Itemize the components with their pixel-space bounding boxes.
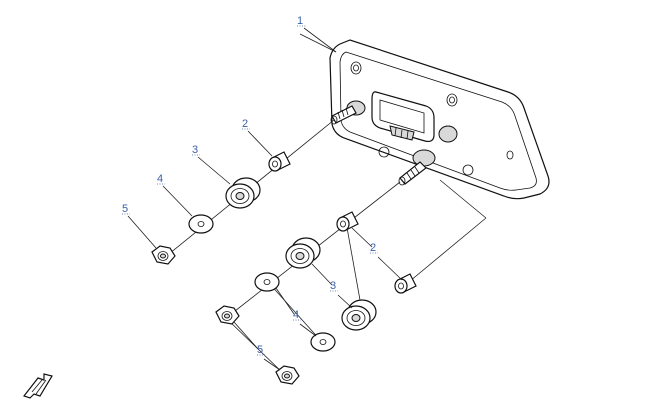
rubber-grommet-lower xyxy=(341,299,377,331)
flat-washer-upper xyxy=(188,214,214,234)
callout-leaders xyxy=(122,25,403,371)
callout-2-spacer-upper: 2 xyxy=(242,118,248,130)
callout-4-washer-lower: 4 xyxy=(293,309,299,321)
callout-1-housing: 1 xyxy=(297,15,303,27)
flat-washer-lower xyxy=(310,332,336,352)
callout-5-nut-lower: 5 xyxy=(257,344,263,356)
hex-nut-lower xyxy=(275,365,300,385)
instrument-cluster-housing xyxy=(329,39,550,200)
rubber-grommet-middle xyxy=(285,237,321,269)
callout-3-grommet-lower: 3 xyxy=(330,280,336,292)
spacer-sleeve-upper xyxy=(268,151,291,172)
flat-washer-middle xyxy=(254,272,280,292)
rubber-grommet-upper xyxy=(225,177,261,209)
callout-5-nut-upper: 5 xyxy=(122,203,128,215)
spacer-sleeve-middle xyxy=(336,211,359,232)
callout-4-washer-upper: 4 xyxy=(157,173,163,185)
hex-nut-middle xyxy=(215,305,240,325)
direction-arrow-logo-icon xyxy=(23,373,53,399)
hex-nut-upper xyxy=(151,245,176,265)
upper-mounting-stud xyxy=(330,100,366,125)
callout-labels: 1 2 3 4 5 2 3 4 5 xyxy=(122,15,376,356)
callout-2-spacer-lower: 2 xyxy=(370,242,376,254)
spacer-sleeve-lower xyxy=(394,273,417,294)
callout-3-grommet-upper: 3 xyxy=(192,144,198,156)
lower-mounting-stud xyxy=(398,125,458,186)
